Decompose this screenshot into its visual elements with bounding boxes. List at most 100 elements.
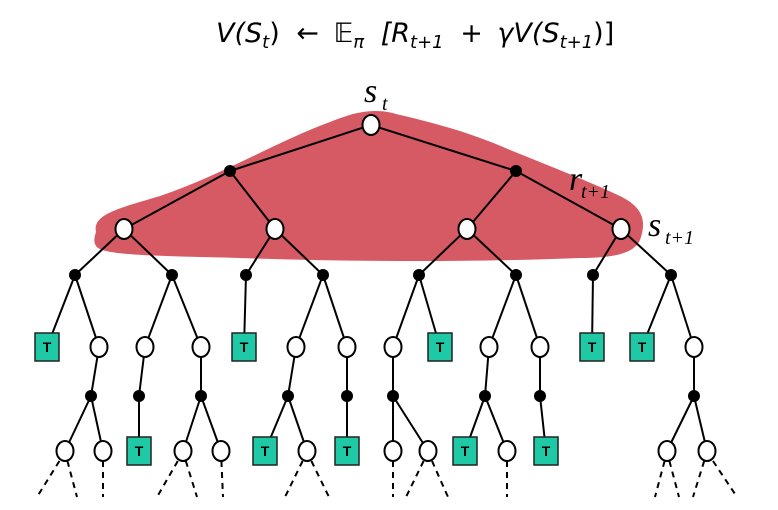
eq-next-value: V(S bbox=[513, 18, 559, 49]
eq-lhs-close: ) bbox=[269, 18, 280, 49]
state-node bbox=[457, 218, 477, 240]
terminal-box bbox=[579, 332, 605, 362]
terminal-box bbox=[231, 332, 257, 362]
backup-region-highlight bbox=[94, 110, 644, 262]
terminal-node: T bbox=[231, 332, 257, 362]
action-node bbox=[85, 390, 97, 402]
continuation-edge bbox=[36, 460, 61, 498]
terminal-box bbox=[629, 332, 655, 362]
tree-edge bbox=[620, 228, 672, 276]
continuation-edge bbox=[66, 460, 78, 498]
state-node bbox=[479, 336, 499, 358]
action-node bbox=[510, 165, 522, 177]
action-node bbox=[282, 390, 294, 402]
continuation-edge bbox=[156, 460, 179, 498]
action-node bbox=[240, 269, 252, 281]
terminal-node: T bbox=[452, 436, 478, 466]
tree-edge bbox=[123, 228, 173, 276]
continuation-edge bbox=[405, 460, 425, 498]
next-state-label-main: s bbox=[648, 207, 661, 244]
state-node bbox=[114, 218, 134, 240]
terminal-label: T bbox=[461, 443, 470, 459]
next-state-label-sub: t+1 bbox=[665, 227, 694, 249]
bellman-equation: V(St) ← 𝔼π [Rt+1 + γV(St+1)] bbox=[216, 18, 614, 55]
state-node bbox=[173, 440, 193, 462]
action-node bbox=[665, 269, 677, 281]
tree-edge bbox=[392, 274, 420, 348]
continuation-edge bbox=[692, 460, 706, 498]
action-node bbox=[387, 390, 399, 402]
terminal-node: T bbox=[533, 436, 559, 466]
action-node bbox=[510, 269, 522, 281]
state-node bbox=[684, 336, 704, 358]
svg-text:V(St) ← 𝔼π: V(St) ← 𝔼π [Rt+1 + γV(St+1)] bbox=[216, 18, 614, 55]
root-state-label-sub: t bbox=[382, 93, 388, 115]
eq-lhs: V(S bbox=[216, 18, 262, 49]
tree-edge bbox=[418, 228, 468, 276]
terminal-label: T bbox=[343, 443, 352, 459]
terminal-node: T bbox=[427, 332, 453, 362]
tree-edge bbox=[295, 274, 324, 348]
state-node bbox=[337, 336, 357, 358]
continuation-edge bbox=[220, 460, 224, 498]
action-node bbox=[341, 390, 353, 402]
terminal-box bbox=[334, 436, 360, 466]
eq-arrow: ← bbox=[296, 18, 319, 49]
state-node bbox=[191, 336, 211, 358]
state-node bbox=[611, 218, 631, 240]
tree-edge bbox=[322, 274, 348, 348]
continuation-edge bbox=[284, 460, 304, 498]
state-node bbox=[497, 440, 517, 462]
tree-edges bbox=[36, 124, 738, 498]
state-node bbox=[383, 440, 403, 462]
root-state-label-main: s bbox=[364, 73, 377, 110]
terminal-node: T bbox=[334, 436, 360, 466]
state-node bbox=[55, 440, 75, 462]
terminal-box bbox=[252, 436, 278, 466]
root-state-node bbox=[361, 114, 381, 136]
eq-close: )] bbox=[593, 18, 614, 49]
tree-edge bbox=[74, 274, 100, 348]
next-state-label: s t+1 bbox=[648, 207, 694, 249]
state-node bbox=[211, 440, 231, 462]
continuation-edge bbox=[184, 460, 198, 498]
tree-edge bbox=[466, 228, 517, 276]
action-node bbox=[587, 269, 599, 281]
terminal-node: T bbox=[629, 332, 655, 362]
tree-nodes: T T T T T T T T T T bbox=[34, 114, 717, 466]
terminal-label: T bbox=[240, 339, 249, 355]
state-node bbox=[265, 218, 285, 240]
state-node bbox=[89, 336, 109, 358]
terminal-box bbox=[452, 436, 478, 466]
tree-edge bbox=[144, 274, 173, 348]
eq-expectation: 𝔼 bbox=[334, 18, 354, 49]
tree-edge bbox=[670, 274, 695, 348]
action-node bbox=[224, 165, 236, 177]
tree-edge bbox=[515, 274, 541, 348]
terminal-node: T bbox=[126, 436, 152, 466]
tree-edge bbox=[123, 170, 231, 230]
eq-expectation-sub: π bbox=[353, 32, 365, 53]
state-node bbox=[530, 336, 550, 358]
terminal-label: T bbox=[588, 339, 597, 355]
eq-reward-sub: t+1 bbox=[410, 32, 444, 53]
terminal-label: T bbox=[261, 443, 270, 459]
tree-edge bbox=[274, 228, 324, 276]
terminal-label: T bbox=[638, 339, 647, 355]
terminal-box bbox=[427, 332, 453, 362]
action-node bbox=[479, 390, 491, 402]
tree-edge bbox=[515, 170, 622, 230]
action-node bbox=[413, 269, 425, 281]
tree-edge bbox=[74, 228, 125, 276]
continuation-edge bbox=[654, 460, 666, 498]
continuation-edge bbox=[431, 460, 449, 498]
terminal-node: T bbox=[579, 332, 605, 362]
eq-lhs-sub: t bbox=[262, 32, 270, 53]
action-node bbox=[195, 390, 207, 402]
terminal-label: T bbox=[43, 339, 52, 355]
continuation-edge bbox=[310, 460, 330, 498]
reward-label-main: r bbox=[569, 161, 583, 198]
terminal-box bbox=[126, 436, 152, 466]
reward-label: r t+1 bbox=[569, 161, 610, 203]
